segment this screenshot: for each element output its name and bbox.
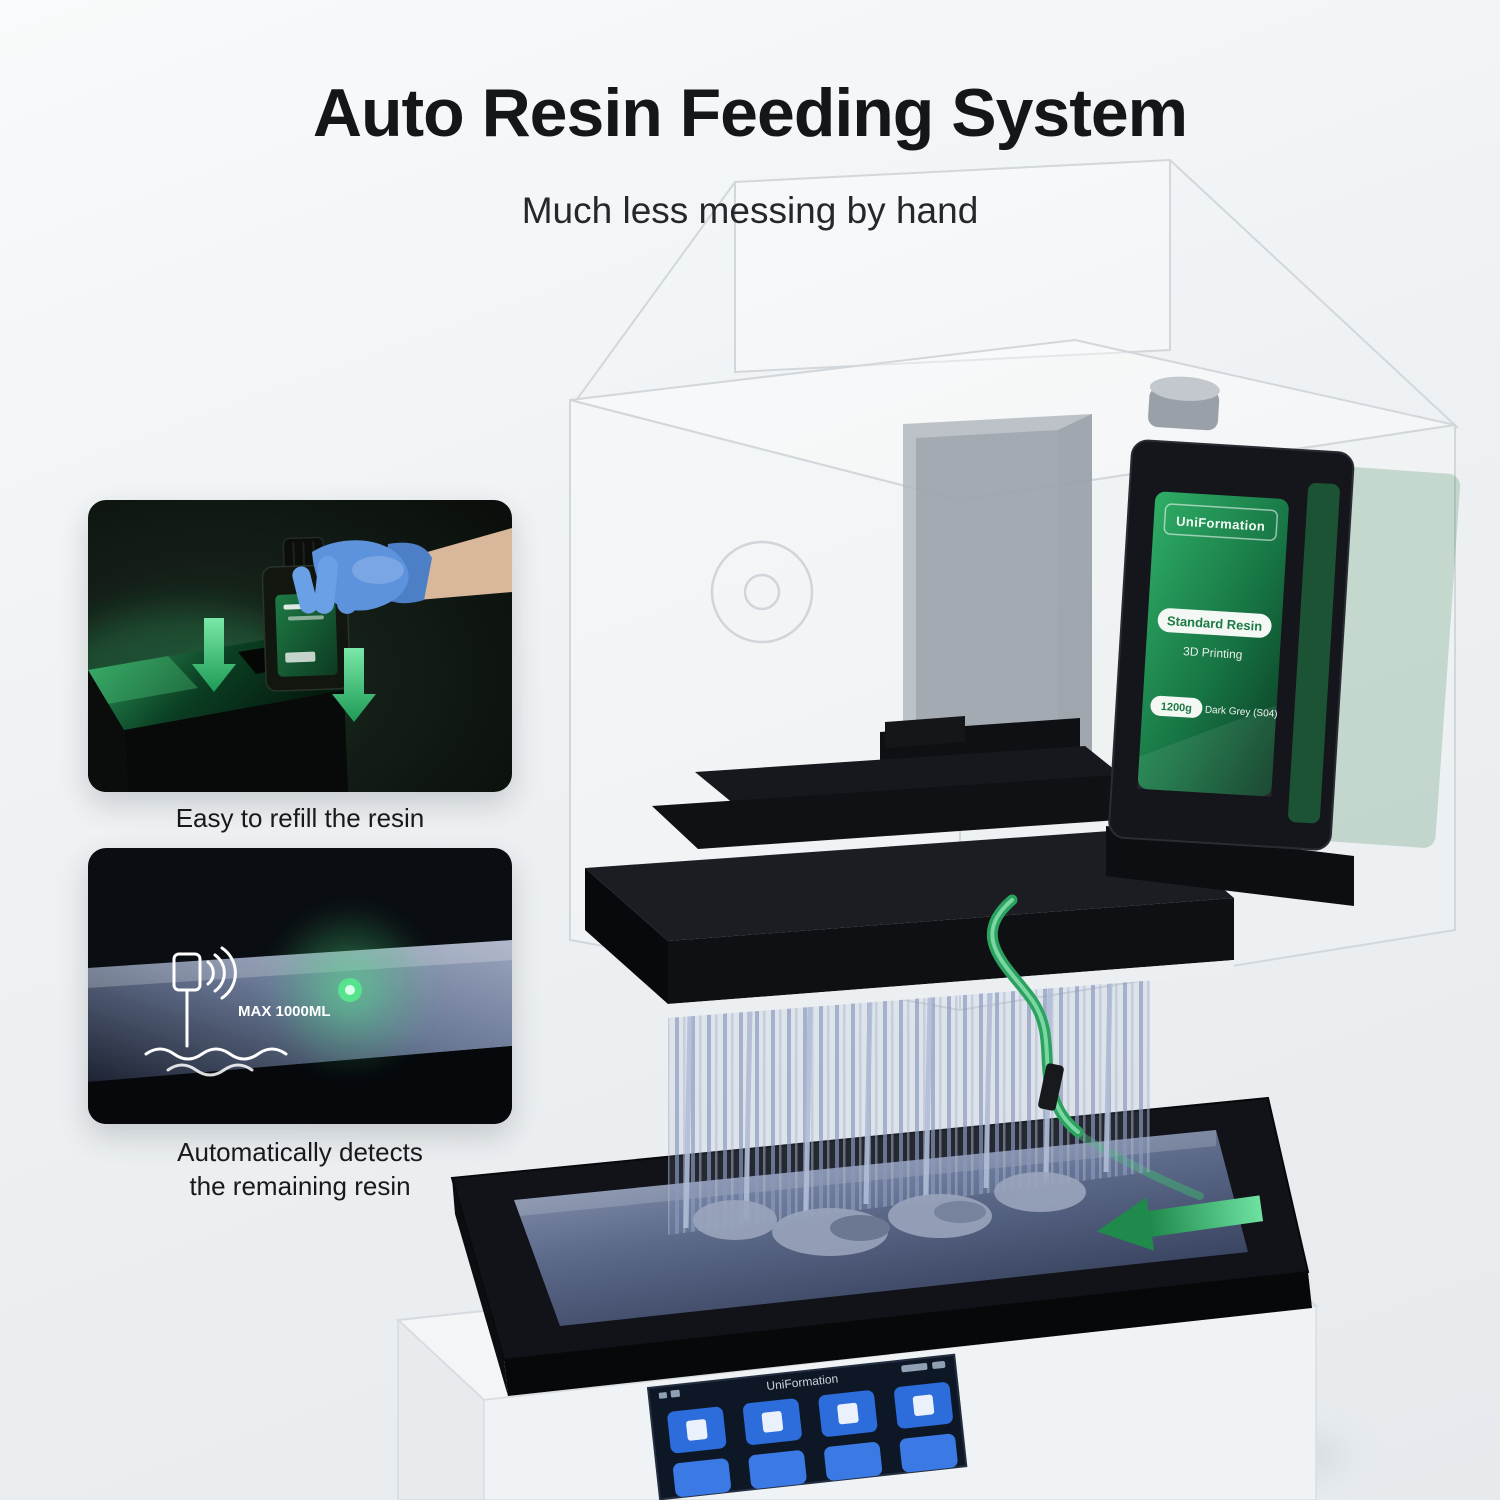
build-plate (585, 716, 1234, 1018)
plate-light-strip (668, 960, 1234, 1018)
ghost-cartridge (1317, 467, 1461, 848)
max-volume-label: MAX 1000ML (238, 1003, 331, 1020)
cartridge-weight-label: 1200g (1160, 701, 1192, 715)
caption-line-1: Automatically detects (177, 1137, 423, 1167)
page-title: Auto Resin Feeding System (312, 75, 1188, 151)
level-indicator-glow (280, 920, 420, 1060)
cartridge-use-label: 3D Printing (1183, 644, 1243, 662)
inset-detect-photo: MAX 1000ML (88, 848, 512, 1124)
cartridge-type-label: Standard Resin (1167, 613, 1263, 634)
screen-app-tiles (667, 1382, 958, 1497)
screen-status-icons (658, 1360, 946, 1399)
inset-refill-caption: Easy to refill the resin (175, 803, 425, 833)
inset-refill-photo (88, 500, 512, 792)
down-arrow-icon (332, 648, 376, 722)
z-axis-column (903, 414, 1092, 810)
inset-detect-caption: Automatically detects the remaining resi… (60, 1136, 540, 1204)
cartridge-brand: UniFormation (1176, 513, 1266, 533)
printed-lattice (668, 978, 1150, 1256)
flow-arrow-icon (1096, 1195, 1264, 1251)
page-subtitle: Much less messing by hand (521, 190, 979, 231)
cartridge-color-label: Dark Grey (S04) (1205, 705, 1278, 720)
cartridge-label (1137, 491, 1289, 797)
gloved-hand (292, 528, 512, 614)
resin-cartridge: UniFormation Standard Resin 3D Printing … (1108, 376, 1355, 851)
printed-object (693, 1172, 1086, 1256)
cartridge-holder (1106, 826, 1354, 906)
feed-tube (986, 894, 1084, 1138)
touchscreen: UniFormation (646, 1353, 968, 1500)
cartridge-type-pill (1157, 608, 1272, 638)
fan-icon (710, 540, 814, 644)
level-sensor-icon (144, 946, 288, 1077)
down-arrow-icon (192, 618, 236, 692)
caption-line-2: the remaining resin (189, 1170, 411, 1201)
cartridge-weight-pill (1150, 695, 1203, 718)
